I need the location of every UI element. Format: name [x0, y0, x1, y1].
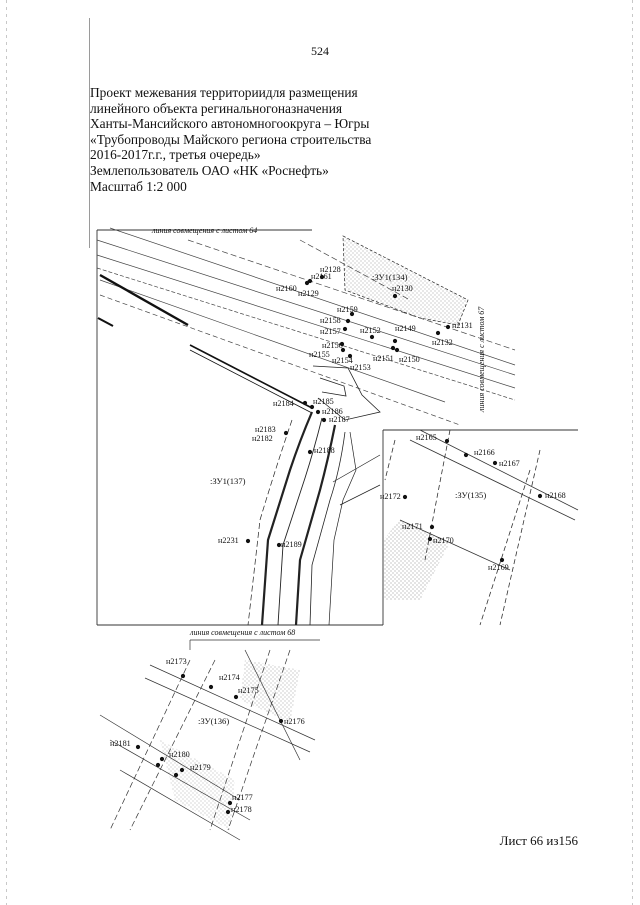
point-label: н2181 — [110, 739, 131, 748]
point-label: н2171 — [402, 522, 423, 531]
parcel-135 — [384, 429, 579, 626]
parcel-134-hatch — [342, 235, 469, 326]
title-line-4: «Трубопроводы Майского региона строитель… — [90, 131, 372, 147]
parcel-label-136: :ЗУ(136) — [198, 716, 229, 726]
point-label: н2156 — [322, 341, 343, 350]
point-label: н2167 — [499, 459, 520, 468]
point-label: н2186 — [322, 407, 343, 416]
title-line-1: Проект межевания территориидля размещени… — [90, 85, 358, 100]
right-scan-edge — [632, 0, 633, 905]
parcel-label-134: :ЗУ1(134) — [372, 272, 408, 282]
point-label: н2179 — [190, 763, 211, 772]
parcel-135-hatch — [383, 520, 450, 600]
point-label: н2185 — [313, 397, 334, 406]
point-label: н2132 — [432, 338, 453, 347]
title-line-3: Ханты-Мансийского автономногоокруга – Юг… — [90, 116, 370, 132]
survey-points: н2128 н2129 н2161 н2160 н2130 н2131 н213… — [110, 265, 566, 815]
match-line-sheet64: линия совмещения с листом 64 — [151, 226, 257, 235]
point-label: н2169 — [488, 563, 509, 572]
point-label: н2150 — [399, 355, 420, 364]
point-label: н2155 — [309, 350, 330, 359]
point-label: н2165 — [416, 433, 437, 442]
point-label: н2130 — [392, 284, 413, 293]
title-line-5: 2016-2017г.г., третья очередь» — [90, 147, 261, 163]
point-label: н2151 — [373, 354, 394, 363]
corridor-lines-upper — [96, 227, 516, 426]
point-label: н2129 — [298, 289, 319, 298]
point-label: н2160 — [276, 284, 297, 293]
point-label: н2177 — [232, 793, 253, 802]
parcel-label-137: :ЗУ1(137) — [210, 476, 246, 486]
point-label: н2188 — [314, 446, 335, 455]
sheet-label: Лист 66 из156 — [499, 833, 578, 848]
land-user-line: Землепользователь ОАО «НК «Роснефть» — [90, 162, 329, 178]
document-header: Проект межевания территориидля размещени… — [90, 85, 420, 194]
point-label: н2180 — [169, 750, 190, 759]
point-label: н2161 — [311, 272, 332, 281]
point-label: н2176 — [284, 717, 305, 726]
page-number: 524 — [311, 44, 329, 58]
binding-margin-line — [89, 18, 90, 248]
point-label: н2131 — [452, 321, 473, 330]
match-line-sheet67: линия совмещения с листом 67 — [477, 306, 486, 413]
point-label: н2178 — [231, 805, 252, 814]
match-line-sheet68: линия совмещения с листом 68 — [189, 628, 295, 637]
point-label: н2154 — [332, 356, 353, 365]
point-label: н2231 — [218, 536, 239, 545]
pipeline-bend — [247, 365, 381, 626]
point-label: н2184 — [273, 399, 294, 408]
pipeline-thick — [97, 273, 313, 414]
point-label: н2170 — [433, 536, 454, 545]
point-label: н2149 — [395, 324, 416, 333]
title-line-2: линейного объекта регинальногоназначения — [90, 100, 343, 116]
point-label: н2158 — [320, 316, 341, 325]
point-label: н2182 — [252, 434, 273, 443]
point-label: н2159 — [337, 305, 358, 314]
scale-line: Масштаб 1:2 000 — [90, 178, 187, 194]
parcel-136-hatch — [240, 660, 300, 722]
point-label: н2173 — [166, 657, 187, 666]
point-label: н2175 — [238, 686, 259, 695]
point-label: н2172 — [380, 492, 401, 501]
point-label: н2153 — [350, 363, 371, 372]
point-label: н2128 — [320, 265, 341, 274]
point-label: н2166 — [474, 448, 495, 457]
parcel-label-135: :ЗУ(135) — [455, 490, 486, 500]
point-label: н2168 — [545, 491, 566, 500]
point-label: н2183 — [255, 425, 276, 434]
parcel-136-hatch-2 — [160, 740, 235, 830]
point-label: н2152 — [360, 326, 381, 335]
point-label: н2174 — [219, 673, 240, 682]
point-label: н2187 — [329, 415, 350, 424]
point-label: н2157 — [320, 327, 341, 336]
left-scan-edge — [6, 0, 7, 905]
point-label: н2189 — [281, 540, 302, 549]
